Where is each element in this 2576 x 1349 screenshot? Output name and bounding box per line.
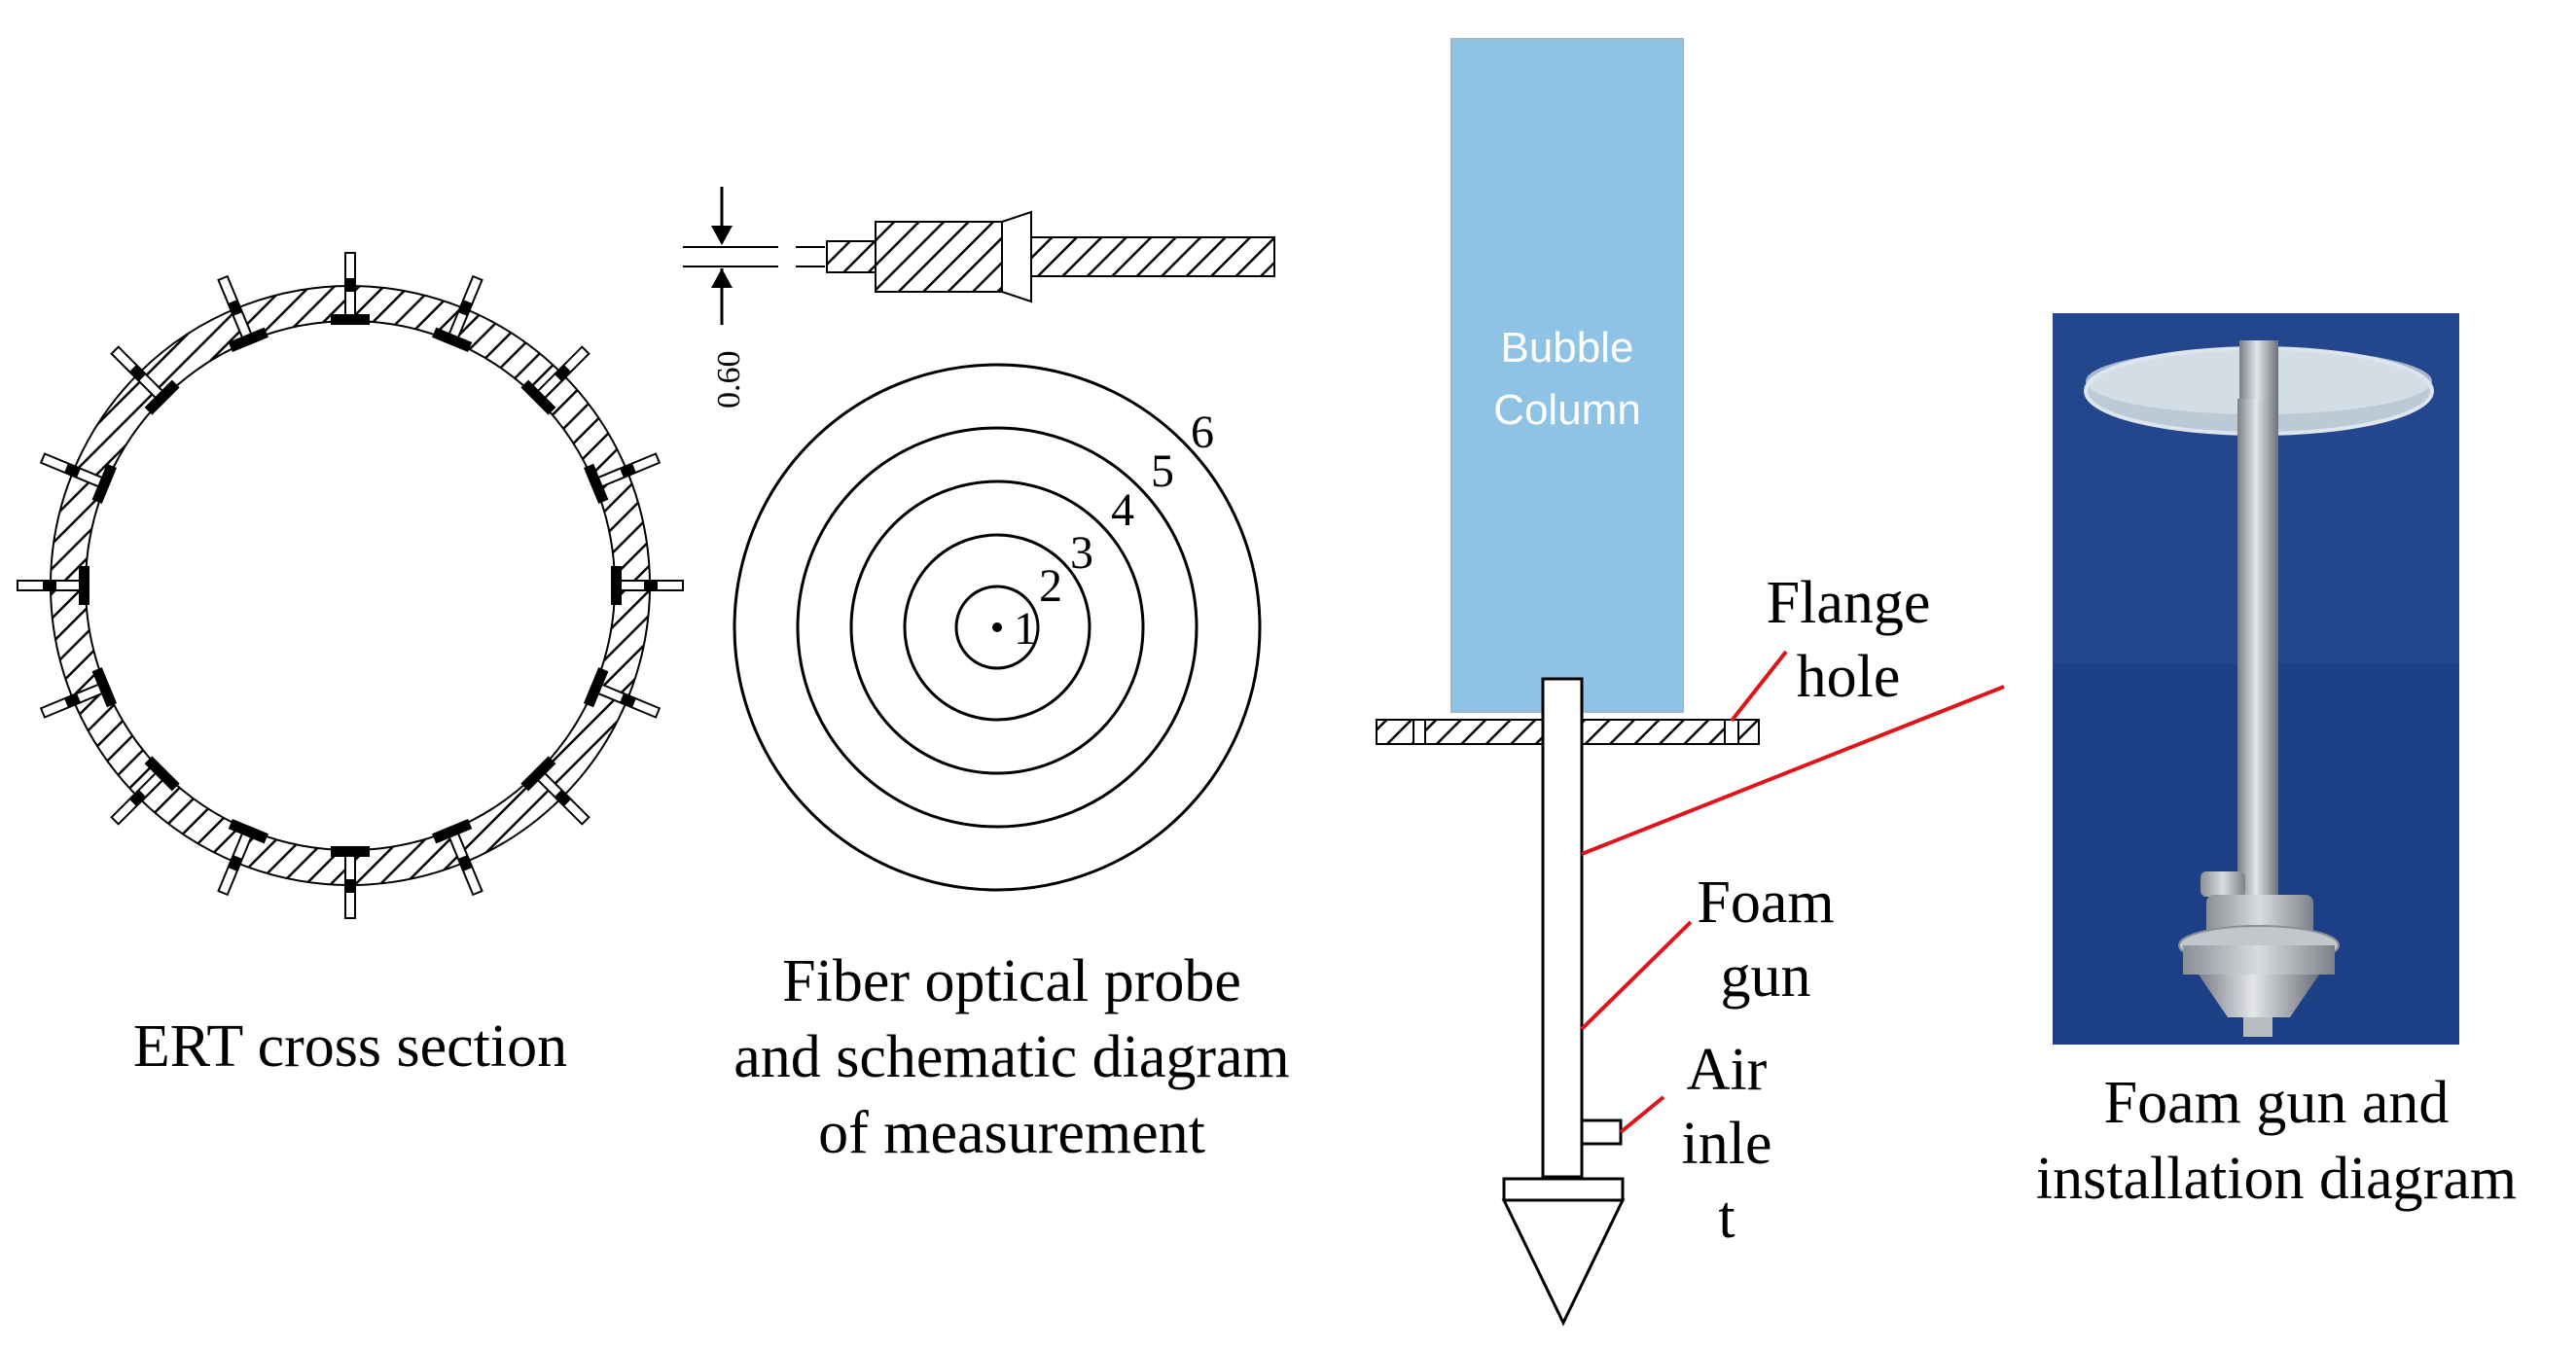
ring-2: [903, 533, 1091, 722]
flange-hole-left: [1413, 719, 1426, 745]
ert-electrode: [432, 818, 483, 897]
label-foam-line-1: Foam: [1697, 870, 1835, 936]
ring-center: [992, 622, 1002, 632]
ring-number-2: 2: [1039, 560, 1062, 612]
foam-gun-tube: [1541, 677, 1584, 1179]
caption-ert-text: ERT cross section: [132, 1013, 568, 1080]
bubble-column-drawing: Bubble Column: [1376, 38, 2005, 1327]
label-air-line-3: t: [1718, 1185, 1735, 1251]
flange-hole-right: [1724, 719, 1739, 745]
air-inlet-leader-line: [1619, 1095, 1665, 1134]
ring-4: [796, 426, 1199, 829]
photo-flange-hub: [2239, 340, 2278, 399]
label-flange-hole: Flange hole: [1741, 566, 1955, 714]
caption-photo: Foam gun and installation diagram: [1985, 1065, 2568, 1217]
ring-5: [733, 363, 1262, 892]
probe-shaft: [1030, 236, 1275, 277]
caption-photo-line-2: installation diagram: [2035, 1146, 2518, 1212]
caption-probe: Fiber optical probe and schematic diagra…: [642, 943, 1381, 1171]
probe-dimension-label: 0.60: [711, 351, 747, 409]
ert-electrode: [611, 566, 684, 605]
bubble-column: [1450, 38, 1684, 713]
ert-electrodes: [17, 252, 684, 919]
bubble-column-title-1: Bubble: [1500, 324, 1633, 372]
dim-arrow-top: [711, 226, 733, 245]
fiber-probe-drawing: 0.60 1 2 3 4 5 6: [683, 187, 1275, 892]
nozzle-cone: [1501, 1198, 1626, 1327]
ert-cross-section: [17, 252, 684, 919]
ert-electrode: [331, 846, 370, 919]
flange-leader-line: [1730, 650, 1788, 723]
ring-number-6: 6: [1191, 407, 1214, 458]
label-flange-line-2: hole: [1796, 644, 1901, 710]
foam-gun-leader-line: [1580, 920, 1693, 1031]
ring-number-5: 5: [1151, 445, 1174, 497]
photo-body-ring: [2183, 945, 2335, 975]
label-air-inlet: Air inle t: [1659, 1033, 1795, 1255]
ert-electrode: [39, 452, 118, 504]
probe-collar: [1001, 210, 1032, 303]
dim-arrow-bottom: [711, 268, 733, 288]
label-air-line-1: Air: [1686, 1037, 1768, 1103]
ert-electrode: [110, 345, 180, 415]
photo-nozzle-cone: [2199, 975, 2319, 1017]
photo-leader-line: [1581, 685, 2005, 856]
ert-electrode: [520, 345, 590, 415]
ert-electrode: [217, 818, 268, 897]
photo-air-fitting: [2200, 871, 2245, 897]
caption-probe-line-3: of measurement: [818, 1100, 1205, 1166]
caption-photo-line-1: Foam gun and: [2103, 1070, 2450, 1136]
label-foam-line-2: gun: [1720, 943, 1811, 1010]
label-air-line-2: inle: [1681, 1111, 1772, 1177]
ring-number-4: 4: [1111, 484, 1134, 536]
ring-number-1: 1: [1014, 603, 1037, 655]
nozzle-cap: [1502, 1177, 1625, 1202]
ert-electrode: [39, 667, 118, 719]
label-foam-gun: Foam gun: [1668, 866, 1863, 1013]
probe-thick-sleeve: [875, 221, 1003, 293]
ert-electrode: [110, 756, 180, 826]
caption-probe-line-2: and schematic diagram: [733, 1024, 1290, 1090]
ert-electrode: [432, 274, 483, 353]
ring-1: [954, 585, 1040, 670]
ert-electrode: [583, 452, 662, 504]
caption-probe-line-1: Fiber optical probe: [782, 948, 1241, 1014]
ert-electrode: [331, 252, 370, 325]
ert-electrode: [520, 756, 590, 826]
label-flange-line-1: Flange: [1766, 570, 1931, 636]
ert-electrode: [217, 274, 268, 353]
photo-nozzle-tip: [2243, 1017, 2272, 1037]
bubble-column-title-2: Column: [1493, 386, 1641, 434]
measurement-rings: [733, 363, 1262, 892]
photo-rod: [2237, 399, 2278, 905]
ring-number-3: 3: [1070, 527, 1093, 579]
air-inlet-port: [1580, 1118, 1623, 1146]
caption-ert: ERT cross section: [58, 1009, 642, 1084]
ert-electrode: [583, 667, 662, 719]
foam-gun-photo: [2053, 313, 2459, 1045]
probe-thin-sleeve: [826, 240, 877, 273]
ert-electrode: [17, 566, 89, 605]
ring-3: [849, 479, 1145, 775]
